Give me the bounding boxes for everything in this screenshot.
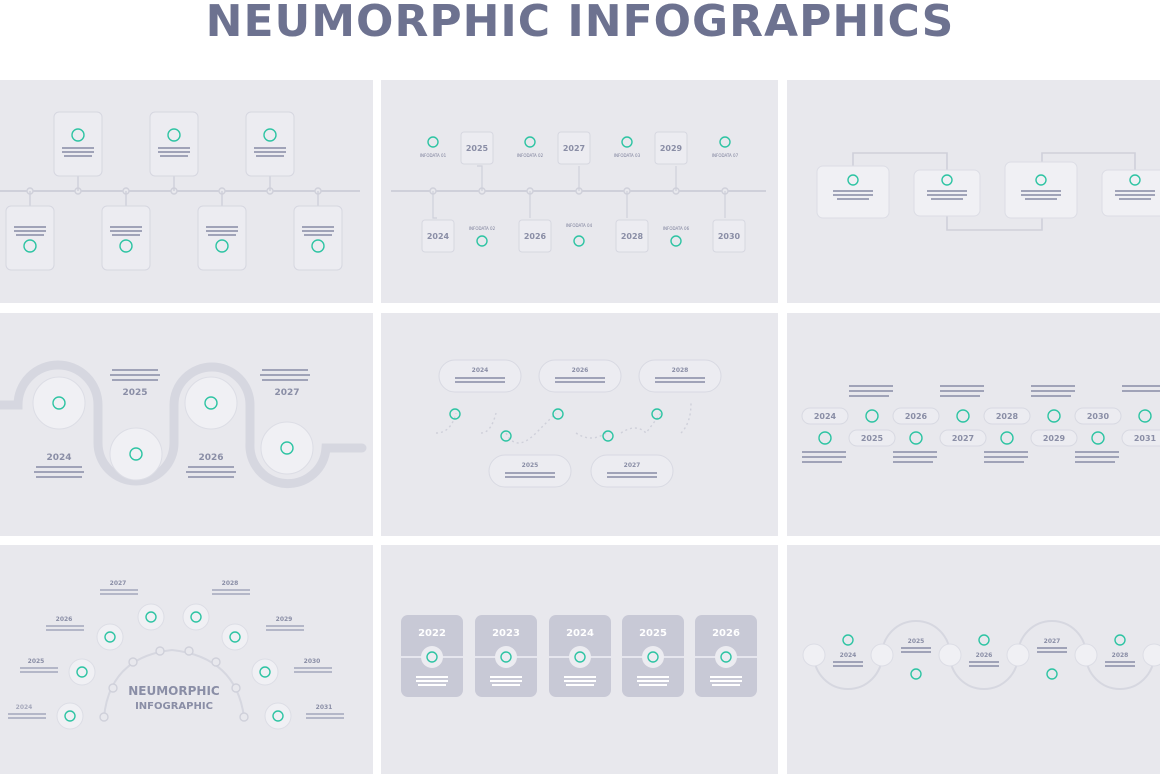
panel-dual-row-timeline[interactable]: 2024 2026 2028 2030 2025 2027 2029 2031 — [787, 313, 1160, 536]
p6-year-bottom: 2027 — [952, 434, 974, 443]
p2-label: INFODATA 07 — [712, 153, 739, 158]
p6-year-top: 2030 — [1087, 412, 1110, 421]
p2-year-bottom: 2024 — [427, 232, 450, 241]
panel-6-graphic: 2024 2026 2028 2030 2025 2027 2029 2031 — [801, 385, 1160, 463]
p7-year: 2027 — [110, 580, 127, 587]
p7-year: 2031 — [316, 704, 333, 711]
p8-year: 2024 — [566, 628, 594, 639]
p5-year-top: 2026 — [572, 367, 589, 374]
p2-label: INFODATA 06 — [663, 226, 690, 231]
p7-center-line1: NEUMORPHIC — [128, 684, 220, 698]
p7-year: 2029 — [276, 616, 293, 623]
p4-year: 2025 — [122, 388, 147, 398]
p2-label: INFODATA 02 — [469, 226, 496, 231]
p7-year: 2028 — [222, 580, 239, 587]
p2-year-top: 2029 — [660, 144, 683, 153]
page-title: NEUMORPHIC INFOGRAPHICS — [205, 0, 955, 47]
p2-label: INFODATA 03 — [614, 153, 641, 158]
p7-year: 2024 — [16, 704, 33, 711]
panel-timeline-cards[interactable] — [0, 80, 373, 303]
p7-center-line2: INFOGRAPHIC — [135, 701, 213, 712]
panel-7-graphic: NEUMORPHIC INFOGRAPHIC 2024 2025 2026 20… — [8, 580, 344, 730]
p6-year-top: 2026 — [905, 412, 928, 421]
p5-year-bottom: 2025 — [522, 462, 539, 469]
panel-year-columns[interactable]: 2022 2023 2024 2025 2026 — [381, 545, 778, 774]
p2-label: INFODATA 04 — [566, 223, 593, 228]
panel-9-graphic: 2024 2026 2028 2025 2027 — [802, 620, 1160, 690]
p6-year-bottom: 2029 — [1043, 434, 1066, 443]
p2-label: INFODATA 01 — [420, 153, 447, 158]
p9-year-bottom: 2028 — [1112, 652, 1129, 659]
p9-year-top: 2025 — [908, 638, 925, 645]
panel-arc-infographic[interactable]: NEUMORPHIC INFOGRAPHIC 2024 2025 2026 20… — [0, 545, 373, 774]
p8-year: 2022 — [418, 628, 446, 639]
p5-year-bottom: 2027 — [624, 462, 641, 469]
p8-year: 2025 — [639, 628, 667, 639]
p2-year-top: 2025 — [466, 144, 489, 153]
panel-3-graphic — [816, 152, 1160, 231]
p2-year-bottom: 2026 — [524, 232, 547, 241]
p2-year-top: 2027 — [563, 144, 585, 153]
panel-1-graphic — [0, 111, 360, 271]
p6-year-bottom: 2031 — [1134, 434, 1157, 443]
p6-year-bottom: 2025 — [861, 434, 884, 443]
p4-year: 2027 — [274, 388, 299, 398]
panel-infodata-timeline[interactable]: 2025 2027 2029 2024 2026 2028 2030 INFOD… — [381, 80, 778, 303]
p2-year-bottom: 2028 — [621, 232, 644, 241]
p7-year: 2026 — [56, 616, 73, 623]
p6-year-top: 2028 — [996, 412, 1019, 421]
panel-2-graphic: 2025 2027 2029 2024 2026 2028 2030 INFOD… — [391, 131, 766, 253]
panel-wave-timeline[interactable]: 2024 2026 2028 2025 2027 — [787, 545, 1160, 774]
p4-year: 2024 — [46, 453, 71, 463]
p2-label: INFODATA 02 — [517, 153, 544, 158]
p7-year: 2030 — [304, 658, 321, 665]
p9-year-bottom: 2024 — [840, 652, 857, 659]
p9-year-bottom: 2026 — [976, 652, 993, 659]
p2-year-bottom: 2030 — [718, 232, 741, 241]
p6-year-top: 2024 — [814, 412, 837, 421]
p5-year-top: 2028 — [672, 367, 689, 374]
panel-8-graphic: 2022 2023 2024 2025 2026 — [401, 615, 757, 697]
p7-year: 2025 — [28, 658, 45, 665]
panel-step-boxes[interactable] — [787, 80, 1160, 303]
p8-year: 2026 — [712, 628, 740, 639]
panel-5-graphic: 2024 2026 2028 2025 2027 — [435, 359, 722, 488]
p8-year: 2023 — [492, 628, 520, 639]
panel-snake-timeline[interactable]: 2024 2025 2026 2027 — [0, 313, 373, 536]
p5-year-top: 2024 — [472, 367, 489, 374]
p9-year-top: 2027 — [1044, 638, 1061, 645]
p4-year: 2026 — [198, 453, 223, 463]
panel-pill-timeline[interactable]: 2024 2026 2028 2025 2027 — [381, 313, 778, 536]
panel-4-graphic: 2024 2025 2026 2027 — [0, 360, 367, 489]
